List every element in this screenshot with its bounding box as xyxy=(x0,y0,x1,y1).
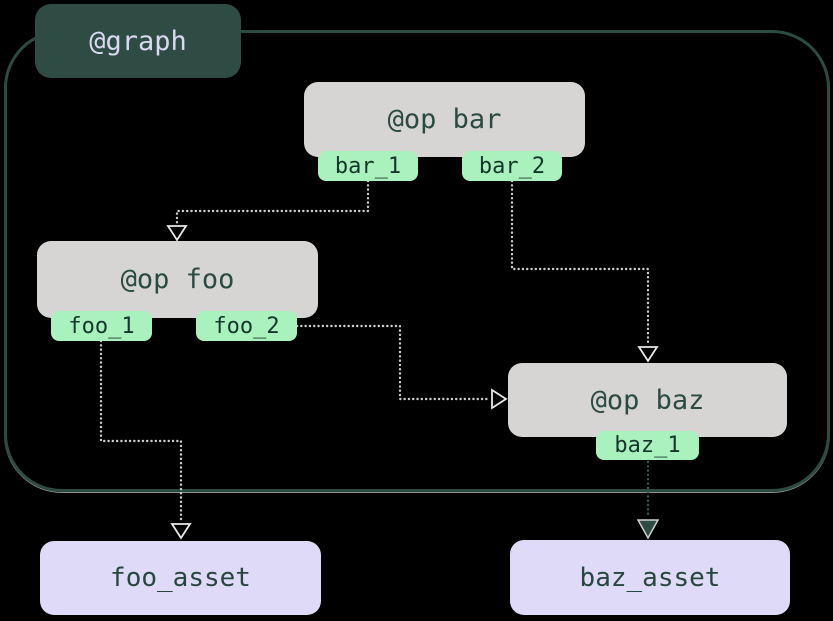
asset-label: baz_asset xyxy=(579,562,721,593)
op-node-baz: @op baz xyxy=(508,363,787,437)
output-tag-foo-2: foo_2 xyxy=(196,311,297,341)
output-tag-label: foo_2 xyxy=(213,313,280,339)
op-baz-label: @op baz xyxy=(590,384,705,416)
graph-container-border xyxy=(4,30,830,492)
output-tag-label: bar_2 xyxy=(478,153,546,179)
edge-line xyxy=(175,179,370,226)
op-node-foo: @op foo xyxy=(37,241,318,318)
edge-bar1-to-foo xyxy=(166,179,370,242)
edge-line xyxy=(510,179,650,346)
edge-bar2-to-baz xyxy=(510,179,659,363)
graph-label: @graph xyxy=(89,25,187,57)
output-tag-label: foo_1 xyxy=(68,313,135,339)
edge-foo1-to-foo-asset xyxy=(99,339,192,540)
edge-baz1-to-baz-asset xyxy=(636,460,660,540)
op-foo-label: @op foo xyxy=(120,264,235,295)
edge-foo2-to-baz xyxy=(295,324,508,410)
edge-line xyxy=(99,339,183,525)
output-tag-bar-1: bar_1 xyxy=(318,151,418,181)
output-tag-label: bar_1 xyxy=(334,153,402,179)
asset-node-foo-asset: foo_asset xyxy=(40,541,321,615)
arrowhead-down-icon xyxy=(637,346,659,363)
op-bar-label: @op bar xyxy=(387,104,502,135)
graph-label-badge: @graph xyxy=(35,4,241,78)
arrowhead-right-icon xyxy=(491,388,508,410)
asset-label: foo_asset xyxy=(110,563,251,593)
asset-node-baz-asset: baz_asset xyxy=(510,540,790,615)
output-tag-foo-1: foo_1 xyxy=(51,311,152,341)
output-tag-label: baz_1 xyxy=(614,433,681,458)
op-node-bar: @op bar xyxy=(304,82,585,157)
output-tag-baz-1: baz_1 xyxy=(596,431,699,460)
arrowhead-down-icon xyxy=(170,523,192,540)
arrowhead-down-icon xyxy=(166,225,188,242)
arrowhead-down-filled-icon xyxy=(636,519,660,540)
edge-line xyxy=(295,324,490,401)
output-tag-bar-2: bar_2 xyxy=(462,151,562,181)
